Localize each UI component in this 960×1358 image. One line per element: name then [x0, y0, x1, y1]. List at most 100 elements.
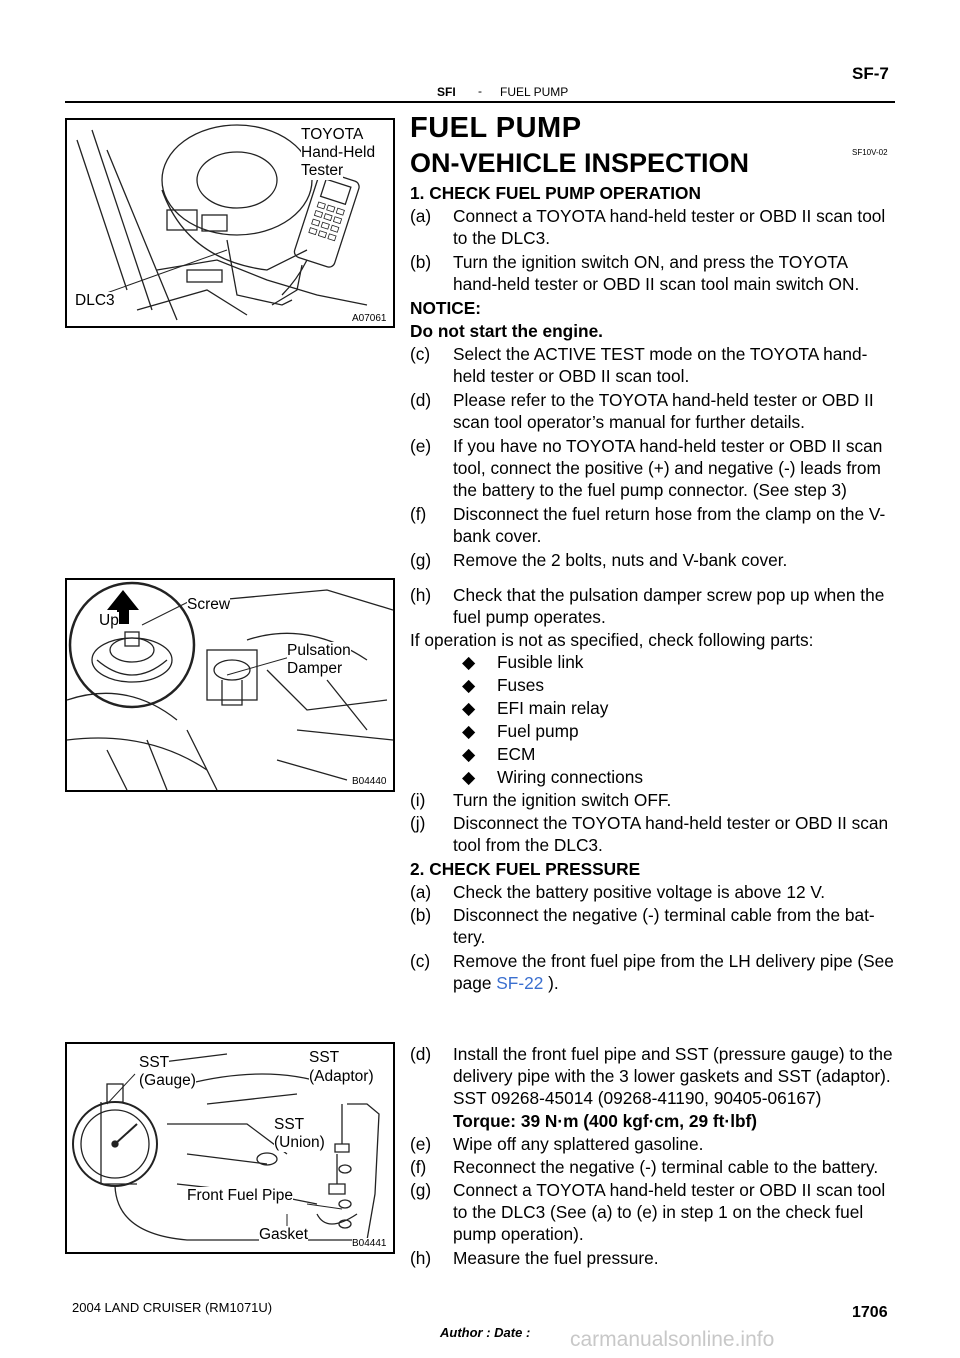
- step-1e-line-3: the battery to the fuel pump connector. …: [453, 480, 847, 500]
- step-2d-line-1: Install the front fuel pipe and SST (pre…: [453, 1044, 893, 1064]
- marker-i: (i): [410, 790, 426, 810]
- label-up: Up: [99, 612, 119, 630]
- marker-b: (b): [410, 252, 432, 272]
- bullet-diamond-icon: ◆: [462, 721, 476, 741]
- page-ref-prefix: page: [453, 973, 492, 993]
- marker-e: (e): [410, 436, 432, 456]
- footer-page-number: 1706: [852, 1304, 888, 1321]
- label-gasket: Gasket: [259, 1226, 309, 1244]
- marker-h: (h): [410, 585, 432, 605]
- label-screw: Screw: [187, 596, 231, 614]
- marker-b: (b): [410, 905, 432, 925]
- step-2a-line-1: Check the battery positive voltage is ab…: [453, 882, 826, 902]
- sst-numbers: SST 09268-45014 (09268-41190, 90405-0616…: [453, 1088, 822, 1108]
- figure-fuel-pressure-gauge: SST (Gauge) SST (Adaptor) SST (Union) Fr…: [65, 1042, 395, 1254]
- label-dlc3: DLC3: [75, 292, 115, 310]
- marker-d: (d): [410, 1044, 432, 1064]
- label-adaptor-1: SST: [309, 1049, 340, 1067]
- label-tester-2: Hand-Held: [301, 144, 376, 162]
- marker-a: (a): [410, 206, 432, 226]
- step-2g-line-3: pump operation).: [453, 1224, 584, 1244]
- bullet-diamond-icon: ◆: [462, 698, 476, 718]
- step-2g-line-1: Connect a TOYOTA hand-held tester or OBD…: [453, 1180, 886, 1200]
- page-code: SF-7: [852, 64, 889, 83]
- header-dash: -: [478, 84, 482, 98]
- figure-pulsation-damper: Up Screw Pulsation Damper B04440: [65, 578, 395, 792]
- bullet-diamond-icon: ◆: [462, 767, 476, 787]
- page-link-sf-22[interactable]: SF-22: [496, 973, 544, 993]
- step-2b-line-2: tery.: [453, 927, 486, 947]
- marker-c: (c): [410, 951, 431, 971]
- step-1c-line-1: Select the ACTIVE TEST mode on the TOYOT…: [453, 344, 868, 364]
- marker-g: (g): [410, 1180, 432, 1200]
- label-damper-2: Damper: [287, 660, 343, 678]
- header-section: SFI: [437, 85, 456, 99]
- figure-code-b04440: B04440: [352, 776, 387, 787]
- step-2c-line-1: Remove the front fuel pipe from the LH d…: [453, 951, 894, 971]
- step-1b-line-2: hand-held tester or OBD II scan tool mai…: [453, 274, 860, 294]
- page-ref-suffix: ).: [548, 973, 559, 993]
- step-2c-line-2: page SF-22 ).: [453, 972, 559, 994]
- step-1j-line-2: tool from the DLC3.: [453, 835, 603, 855]
- step-2h-line-1: Measure the fuel pressure.: [453, 1248, 659, 1268]
- bullet-diamond-icon: ◆: [462, 652, 476, 672]
- step-1f-line-1: Disconnect the fuel return hose from the…: [453, 504, 886, 524]
- section-title: ON-VEHICLE INSPECTION: [410, 148, 750, 178]
- step-1h-line-2: fuel pump operates.: [453, 607, 606, 627]
- part-item: Fusible link: [497, 652, 584, 672]
- notice-heading: NOTICE:: [410, 298, 482, 318]
- bullet-diamond-icon: ◆: [462, 744, 476, 764]
- footer-model: 2004 LAND CRUISER (RM1071U): [72, 1300, 273, 1315]
- label-adaptor-2: (Adaptor): [309, 1068, 374, 1086]
- step-1c-line-2: held tester or OBD II scan tool.: [453, 366, 690, 386]
- figure-code-b04441: B04441: [352, 1238, 387, 1249]
- step-1b-line-1: Turn the ignition switch ON, and press t…: [453, 252, 849, 272]
- step-1e-line-2: tool, connect the positive (+) and negat…: [453, 458, 881, 478]
- step-2f-line-1: Reconnect the negative (-) terminal cabl…: [453, 1157, 879, 1177]
- footer-author-date: Author : Date :: [440, 1325, 531, 1340]
- step-1i-line-1: Turn the ignition switch OFF.: [453, 790, 672, 810]
- damper-illustration: [67, 581, 393, 790]
- label-tester-1: TOYOTA: [301, 126, 364, 144]
- label-tester-3: Tester: [301, 162, 344, 180]
- marker-f: (f): [410, 504, 427, 524]
- step-1a-line-2: to the DLC3.: [453, 228, 551, 248]
- step-1d-line-1: Please refer to the TOYOTA hand-held tes…: [453, 390, 874, 410]
- label-union-1: SST: [274, 1116, 305, 1134]
- part-item: Fuel pump: [497, 721, 579, 741]
- step-1a-line-1: Connect a TOYOTA hand-held tester or OBD…: [453, 206, 886, 226]
- marker-d: (d): [410, 390, 432, 410]
- check-parts-intro: If operation is not as specified, check …: [410, 630, 814, 650]
- watermark: carmanualsonline.info: [570, 1328, 775, 1351]
- step-2e-line-1: Wipe off any splattered gasoline.: [453, 1134, 704, 1154]
- marker-c: (c): [410, 344, 431, 364]
- dashboard-illustration: [76, 124, 368, 321]
- gauge-illustration: [72, 1053, 380, 1241]
- header-topic: FUEL PUMP: [500, 85, 569, 99]
- part-item: EFI main relay: [497, 698, 609, 718]
- step-2-heading: 2. CHECK FUEL PRESSURE: [410, 859, 641, 879]
- marker-j: (j): [410, 813, 426, 833]
- part-item: Wiring connections: [497, 767, 643, 787]
- page-title: FUEL PUMP: [410, 112, 582, 144]
- marker-e: (e): [410, 1134, 432, 1154]
- label-union-2: (Union): [274, 1134, 325, 1152]
- label-front-fuel-pipe: Front Fuel Pipe: [187, 1187, 293, 1205]
- document-code: SF10V-02: [852, 148, 888, 157]
- part-item: ECM: [497, 744, 536, 764]
- label-gauge-2: (Gauge): [139, 1072, 196, 1090]
- figure-code-a07061: A07061: [352, 313, 387, 324]
- figure-hand-held-tester: TOYOTA Hand-Held Tester DLC3 A07061: [65, 118, 395, 328]
- step-1-heading: 1. CHECK FUEL PUMP OPERATION: [410, 183, 701, 203]
- step-1h-line-1: Check that the pulsation damper screw po…: [453, 585, 885, 605]
- header-rule: [65, 101, 895, 103]
- step-1d-line-2: scan tool operator’s manual for further …: [453, 412, 805, 432]
- notice-text: Do not start the engine.: [410, 321, 603, 341]
- step-2b-line-1: Disconnect the negative (-) terminal cab…: [453, 905, 875, 925]
- torque-spec: Torque: 39 N·m (400 kgf·cm, 29 ft·lbf): [453, 1111, 758, 1131]
- step-1f-line-2: bank cover.: [453, 526, 542, 546]
- marker-h: (h): [410, 1248, 432, 1268]
- step-2d-line-2: delivery pipe with the 3 lower gaskets a…: [453, 1066, 891, 1086]
- step-1g-line-1: Remove the 2 bolts, nuts and V-bank cove…: [453, 550, 788, 570]
- step-2g-line-2: to the DLC3 (See (a) to (e) in step 1 on…: [453, 1202, 864, 1222]
